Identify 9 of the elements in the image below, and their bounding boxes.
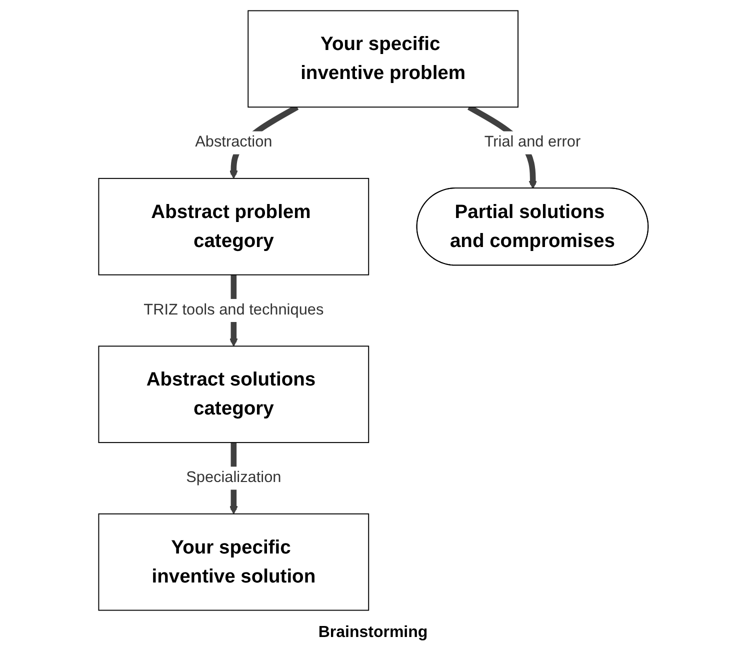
edge-label: Specialization [186, 469, 281, 486]
node-box: Abstract problem category [98, 177, 369, 275]
node-box: Your specific inventive solution [98, 512, 369, 610]
edge-note: Brainstorming [318, 624, 428, 642]
node-box: Your specific inventive problem [247, 10, 518, 108]
node-box: Abstract solutions category [98, 345, 369, 443]
edge-label: Trial and error [484, 134, 580, 150]
edge-label: TRIZ tools and techniques [143, 301, 324, 318]
edge-label: Abstraction [194, 134, 272, 150]
